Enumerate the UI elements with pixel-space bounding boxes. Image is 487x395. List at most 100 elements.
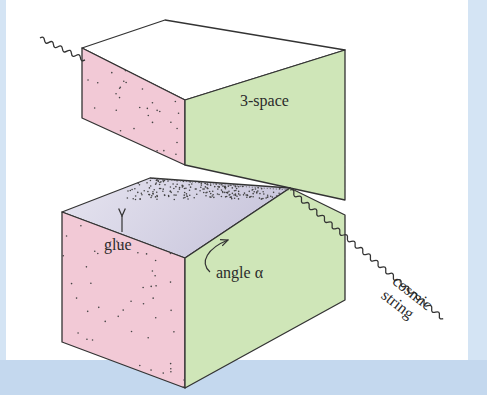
stipple-dot	[235, 190, 237, 192]
stipple-dot	[119, 87, 121, 89]
stipple-dot	[155, 183, 157, 185]
stipple-dot	[179, 188, 181, 190]
stipple-dot	[182, 185, 184, 187]
stipple-dot	[156, 180, 158, 182]
stipple-dot	[183, 194, 185, 196]
stipple-dot	[175, 194, 177, 196]
stipple-dot	[155, 196, 157, 198]
stipple-dot	[188, 184, 190, 186]
stipple-dot	[143, 303, 145, 305]
stipple-dot	[154, 275, 156, 277]
stipple-dot	[212, 191, 214, 193]
stipple-dot	[148, 194, 150, 196]
stipple-dot	[134, 188, 136, 190]
stipple-dot	[119, 97, 121, 99]
stipple-dot	[139, 365, 141, 367]
stipple-dot	[220, 184, 222, 186]
stipple-dot	[267, 196, 269, 198]
stipple-dot	[201, 184, 203, 186]
stipple-dot	[214, 186, 216, 188]
stipple-dot	[155, 317, 157, 319]
stipple-dot	[170, 253, 172, 255]
stipple-dot	[222, 185, 224, 187]
stipple-dot	[187, 198, 189, 200]
stipple-dot	[234, 198, 236, 200]
stipple-dot	[155, 285, 157, 287]
stipple-dot	[173, 331, 175, 333]
stipple-dot	[172, 183, 174, 185]
stipple-dot	[139, 184, 141, 186]
stipple-dot	[234, 190, 236, 192]
stipple-dot	[189, 181, 191, 183]
stipple-dot	[224, 186, 226, 188]
stipple-dot	[218, 194, 220, 196]
stipple-dot	[162, 372, 164, 374]
stipple-dot	[252, 193, 254, 195]
stipple-dot	[228, 186, 230, 188]
stipple-dot	[185, 188, 187, 190]
stipple-dot	[115, 109, 117, 111]
stipple-dot	[213, 197, 215, 199]
stipple-dot	[249, 196, 251, 198]
stipple-dot	[252, 189, 254, 191]
stipple-dot	[141, 192, 143, 194]
stipple-dot	[87, 311, 89, 313]
stipple-dot	[176, 180, 178, 182]
stipple-dot	[97, 82, 99, 84]
stipple-dot	[170, 363, 172, 365]
stipple-dot	[131, 189, 133, 191]
stipple-dot	[156, 179, 158, 181]
stipple-dot	[160, 181, 162, 183]
stipple-dot	[170, 310, 172, 312]
stipple-dot	[186, 193, 188, 195]
stipple-dot	[170, 368, 172, 370]
stipple-dot	[250, 196, 252, 198]
stipple-dot	[130, 300, 132, 302]
region-label: 3-space	[240, 92, 289, 110]
stipple-dot	[238, 191, 240, 193]
stipple-dot	[235, 185, 237, 187]
stipple-dot	[210, 184, 212, 186]
stipple-dot	[205, 186, 207, 188]
stipple-dot	[142, 287, 144, 289]
stipple-dot	[256, 192, 258, 194]
stipple-dot	[238, 186, 240, 188]
stipple-dot	[236, 188, 238, 190]
stipple-dot	[71, 283, 73, 285]
stipple-dot	[227, 192, 229, 194]
upper-block	[82, 20, 345, 200]
stipple-dot	[184, 197, 186, 199]
stipple-dot	[265, 197, 267, 199]
lower-block	[62, 178, 345, 388]
stipple-dot	[218, 186, 220, 188]
stipple-dot	[159, 188, 161, 190]
stipple-dot	[152, 191, 154, 193]
cosmic-string-upper	[39, 36, 86, 62]
stipple-dot	[227, 192, 229, 194]
stipple-dot	[92, 339, 94, 341]
stipple-dot	[149, 194, 151, 196]
stipple-dot	[80, 225, 82, 227]
stipple-dot	[131, 331, 133, 333]
stipple-dot	[246, 196, 248, 198]
stipple-dot	[150, 197, 152, 199]
stipple-dot	[245, 194, 247, 196]
stipple-dot	[230, 196, 232, 198]
bottom-band	[0, 360, 487, 395]
stipple-dot	[104, 321, 106, 323]
stipple-dot	[146, 253, 148, 255]
stipple-dot	[278, 193, 280, 195]
stipple-dot	[170, 281, 172, 283]
stipple-dot	[186, 195, 188, 197]
stipple-dot	[164, 195, 166, 197]
stipple-dot	[177, 191, 179, 193]
stipple-dot	[262, 198, 264, 200]
stipple-dot	[217, 188, 219, 190]
stipple-dot	[248, 191, 250, 193]
stipple-dot	[150, 286, 152, 288]
stipple-dot	[206, 187, 208, 189]
stipple-dot	[127, 190, 129, 192]
stipple-dot	[259, 197, 261, 199]
stipple-dot	[147, 337, 149, 339]
stipple-dot	[260, 198, 262, 200]
